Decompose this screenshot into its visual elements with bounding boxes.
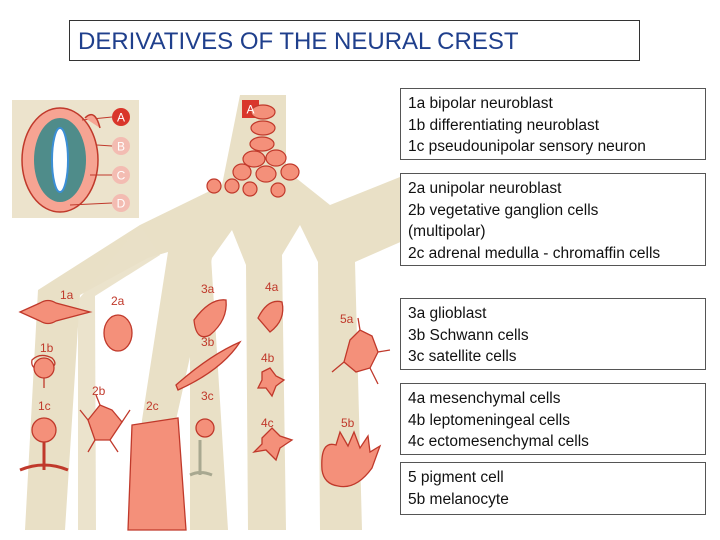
legend-box-2: 2a unipolar neuroblast 2b vegetative gan… <box>400 173 706 266</box>
legend-1b: 1b differentiating neuroblast <box>408 116 600 134</box>
branch-5-cells <box>321 317 391 488</box>
legend-2a: 2a unipolar neuroblast <box>408 180 562 197</box>
neural-canal <box>51 127 69 193</box>
legend-3a: 3a glioblast <box>408 305 487 322</box>
cell-3a <box>193 299 227 338</box>
cell-4c <box>252 427 294 462</box>
label-4a: 4a <box>265 280 279 294</box>
trunk-cells <box>206 100 300 198</box>
cell-1c <box>31 417 57 443</box>
cell-1b <box>33 357 55 379</box>
inset-marker-d: D <box>112 194 130 212</box>
legend-4c: 4c ectomesenchymal cells <box>408 433 589 450</box>
cell-2a <box>103 314 133 352</box>
trunk-label: A <box>246 103 254 117</box>
legend-3b: 3b Schwann cells <box>408 326 529 344</box>
branch-4-cells <box>252 300 294 462</box>
legend-box-4: 4a mesenchymal cells 4b leptomeningeal c… <box>400 383 706 455</box>
branch-1-cells <box>18 299 93 472</box>
branch-3-cells <box>175 299 242 477</box>
cell-1a <box>18 299 93 325</box>
cell-5a-processes <box>331 317 391 385</box>
inset-line-b <box>96 144 113 147</box>
cell-4b <box>256 367 286 398</box>
label-1a: 1a <box>60 288 74 302</box>
branch-2-cells <box>79 314 187 531</box>
legend-3c: 3c satellite cells <box>408 348 517 365</box>
label-1c: 1c <box>38 399 51 413</box>
legend-2b-cont: (multipolar) <box>408 223 486 240</box>
label-5a: 5a <box>340 312 354 326</box>
cell-2c <box>127 417 187 531</box>
label-1b: 1b <box>40 341 54 355</box>
cell-3c <box>195 418 215 438</box>
inset-label-d: D <box>117 197 126 211</box>
legend-4a: 4a mesenchymal cells <box>408 390 561 407</box>
label-4c: 4c <box>261 416 274 430</box>
cell-4a <box>257 300 284 333</box>
cell-labels: 1a 1b 1c 2a 2b 2c 3a 3b 3c 4a 4b 4c 5a 5… <box>38 280 355 430</box>
label-5b: 5b <box>341 416 355 430</box>
inset-label-b: B <box>117 140 125 154</box>
legend-5: 5 pigment cell <box>408 469 504 486</box>
neural-tube-inset: A B C D <box>12 100 139 218</box>
inset-marker-b: B <box>112 137 130 155</box>
inset-marker-a: A <box>112 108 130 126</box>
inset-line-d <box>69 202 113 206</box>
legend-box-3: 3a glioblast 3b Schwann cells 3c satelli… <box>400 298 706 370</box>
label-4b: 4b <box>261 351 275 365</box>
legend-5b: 5b melanocyte <box>408 490 509 508</box>
label-2b: 2b <box>92 384 106 398</box>
legend-1c: 1c pseudounipolar sensory neuron <box>408 138 646 155</box>
legend-1a: 1a bipolar neuroblast <box>408 95 553 112</box>
label-2a: 2a <box>111 294 125 308</box>
legend-box-1: 1a bipolar neuroblast 1b differentiating… <box>400 88 706 160</box>
label-3b: 3b <box>201 335 215 349</box>
cell-5b <box>321 430 382 488</box>
cell-2b-processes <box>79 394 131 453</box>
label-3a: 3a <box>201 282 215 296</box>
cell-5a <box>343 329 379 373</box>
legend-2b: 2b vegetative ganglion cells <box>408 201 599 219</box>
label-3c: 3c <box>201 389 214 403</box>
legend-2c: 2c adrenal medulla - chromaffin cells <box>408 244 661 262</box>
neural-crest-fold <box>84 113 101 129</box>
inset-label-a: A <box>117 111 125 125</box>
legend-4b: 4b leptomeningeal cells <box>408 411 570 429</box>
legend-box-5: 5 pigment cell 5b melanocyte <box>400 462 706 515</box>
inset-marker-c: C <box>112 166 130 184</box>
cell-3c-process <box>189 440 213 477</box>
page-title: DERIVATIVES OF THE NEURAL CREST <box>78 28 519 55</box>
title-box: DERIVATIVES OF THE NEURAL CREST <box>69 20 640 61</box>
label-2c: 2c <box>146 399 159 413</box>
cell-3b <box>175 340 242 391</box>
inset-label-c: C <box>117 169 126 183</box>
